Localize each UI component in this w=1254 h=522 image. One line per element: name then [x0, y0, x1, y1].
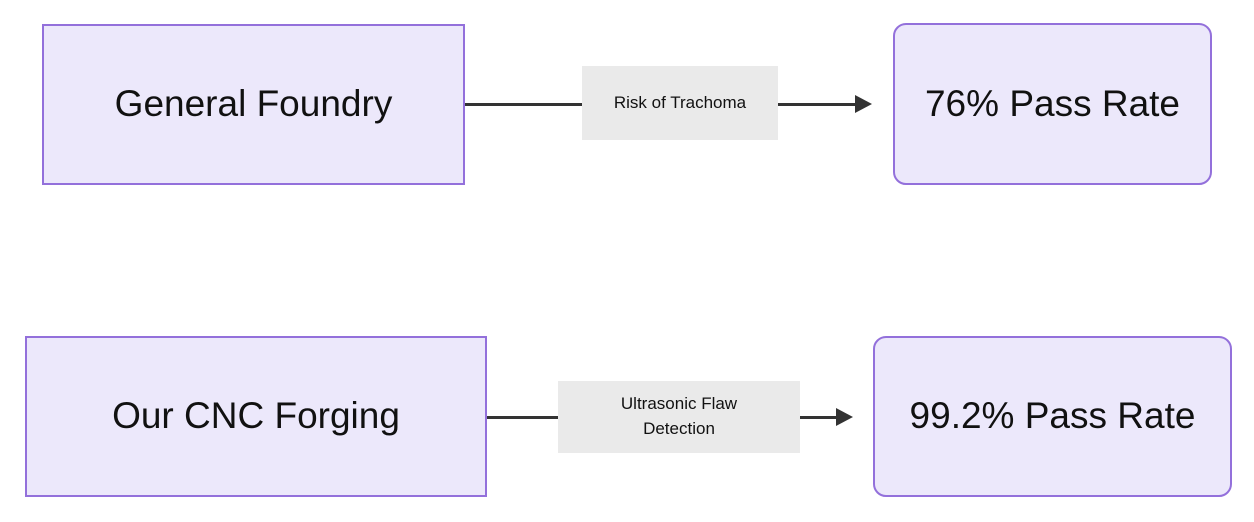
edge-2-label-line-1: Ultrasonic Flaw [620, 394, 738, 414]
node-general-foundry-label: General Foundry [114, 83, 393, 125]
edge-1-line-right [775, 103, 855, 106]
edge-2-arrowhead-icon [836, 408, 853, 426]
edge-1-label: Risk of Trachoma [582, 66, 778, 140]
edge-1-line-left [465, 103, 585, 106]
edge-1-label-text: Risk of Trachoma [613, 92, 747, 112]
edge-2-line-right [797, 416, 837, 419]
node-pass-rate-76-label: 76% Pass Rate [924, 82, 1181, 124]
node-pass-rate-99-2[interactable]: 99.2% Pass Rate [873, 336, 1232, 497]
node-general-foundry[interactable]: General Foundry [42, 24, 465, 185]
edge-1-arrowhead-icon [855, 95, 872, 113]
node-pass-rate-76[interactable]: 76% Pass Rate [893, 23, 1212, 185]
edge-2-label: Ultrasonic Flaw Detection [558, 381, 800, 453]
node-pass-rate-99-2-label: 99.2% Pass Rate [909, 395, 1196, 437]
edge-2-label-line-2: Detection [643, 419, 715, 438]
edge-2-line-left [487, 416, 562, 419]
node-our-cnc-forging-label: Our CNC Forging [112, 395, 400, 437]
node-our-cnc-forging[interactable]: Our CNC Forging [25, 336, 487, 497]
